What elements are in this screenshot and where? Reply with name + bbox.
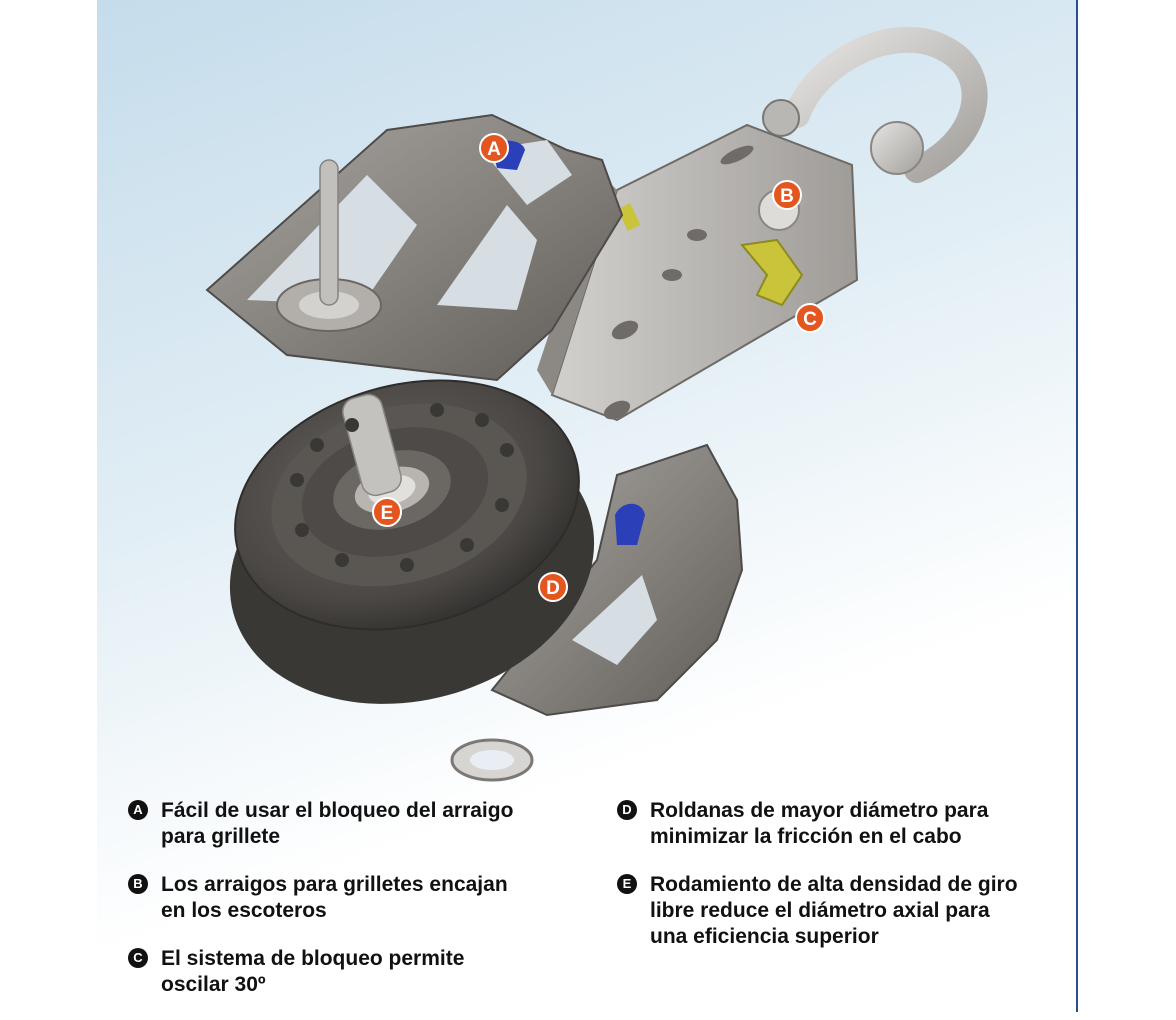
marker-c: C — [795, 303, 825, 333]
bullet-c-icon: C — [128, 948, 148, 968]
legend-text-c: El sistema de bloqueo permite oscilar 30… — [161, 947, 465, 996]
marker-b: B — [772, 180, 802, 210]
top-cheek-plate — [205, 113, 624, 382]
svg-text:E: E — [381, 503, 394, 524]
legend-item-b: B Los arraigos para grilletes encajan en… — [128, 872, 568, 924]
legend-item-d: D Roldanas de mayor diámetro para minimi… — [617, 798, 1057, 850]
svg-text:C: C — [803, 309, 817, 330]
locking-cam — [740, 238, 804, 307]
bullet-d-icon: D — [617, 800, 637, 820]
legend-left-column: A Fácil de usar el bloqueo del arraigo p… — [128, 798, 568, 1020]
marker-d: D — [538, 572, 568, 602]
svg-text:A: A — [487, 139, 501, 160]
legend-text-b: Los arraigos para grilletes encajan en l… — [161, 873, 508, 922]
panel-right-border — [1076, 0, 1078, 1012]
sheave — [229, 379, 595, 704]
legend-text-e: Rodamiento de alta densidad de giro libr… — [650, 873, 1018, 948]
bullet-b-icon: B — [128, 874, 148, 894]
svg-text:B: B — [780, 186, 794, 207]
legend-text-a: Fácil de usar el bloqueo del arraigo par… — [161, 799, 514, 848]
bullet-e-icon: E — [617, 874, 637, 894]
svg-text:D: D — [546, 578, 560, 599]
legend-item-c: C El sistema de bloqueo permite oscilar … — [128, 946, 568, 998]
shackle-icon — [762, 26, 988, 183]
legend-text-d: Roldanas de mayor diámetro para minimiza… — [650, 799, 989, 848]
legend-item-e: E Rodamiento de alta densidad de giro li… — [617, 872, 1057, 950]
bullet-a-icon: A — [128, 800, 148, 820]
lower-cheek-plate — [450, 443, 744, 782]
legend-right-column: D Roldanas de mayor diámetro para minimi… — [617, 798, 1057, 972]
marker-e: E — [372, 497, 402, 527]
block-pulley-illustration: A B C D E — [205, 26, 988, 782]
legend-item-a: A Fácil de usar el bloqueo del arraigo p… — [128, 798, 568, 850]
marker-a: A — [479, 133, 509, 163]
